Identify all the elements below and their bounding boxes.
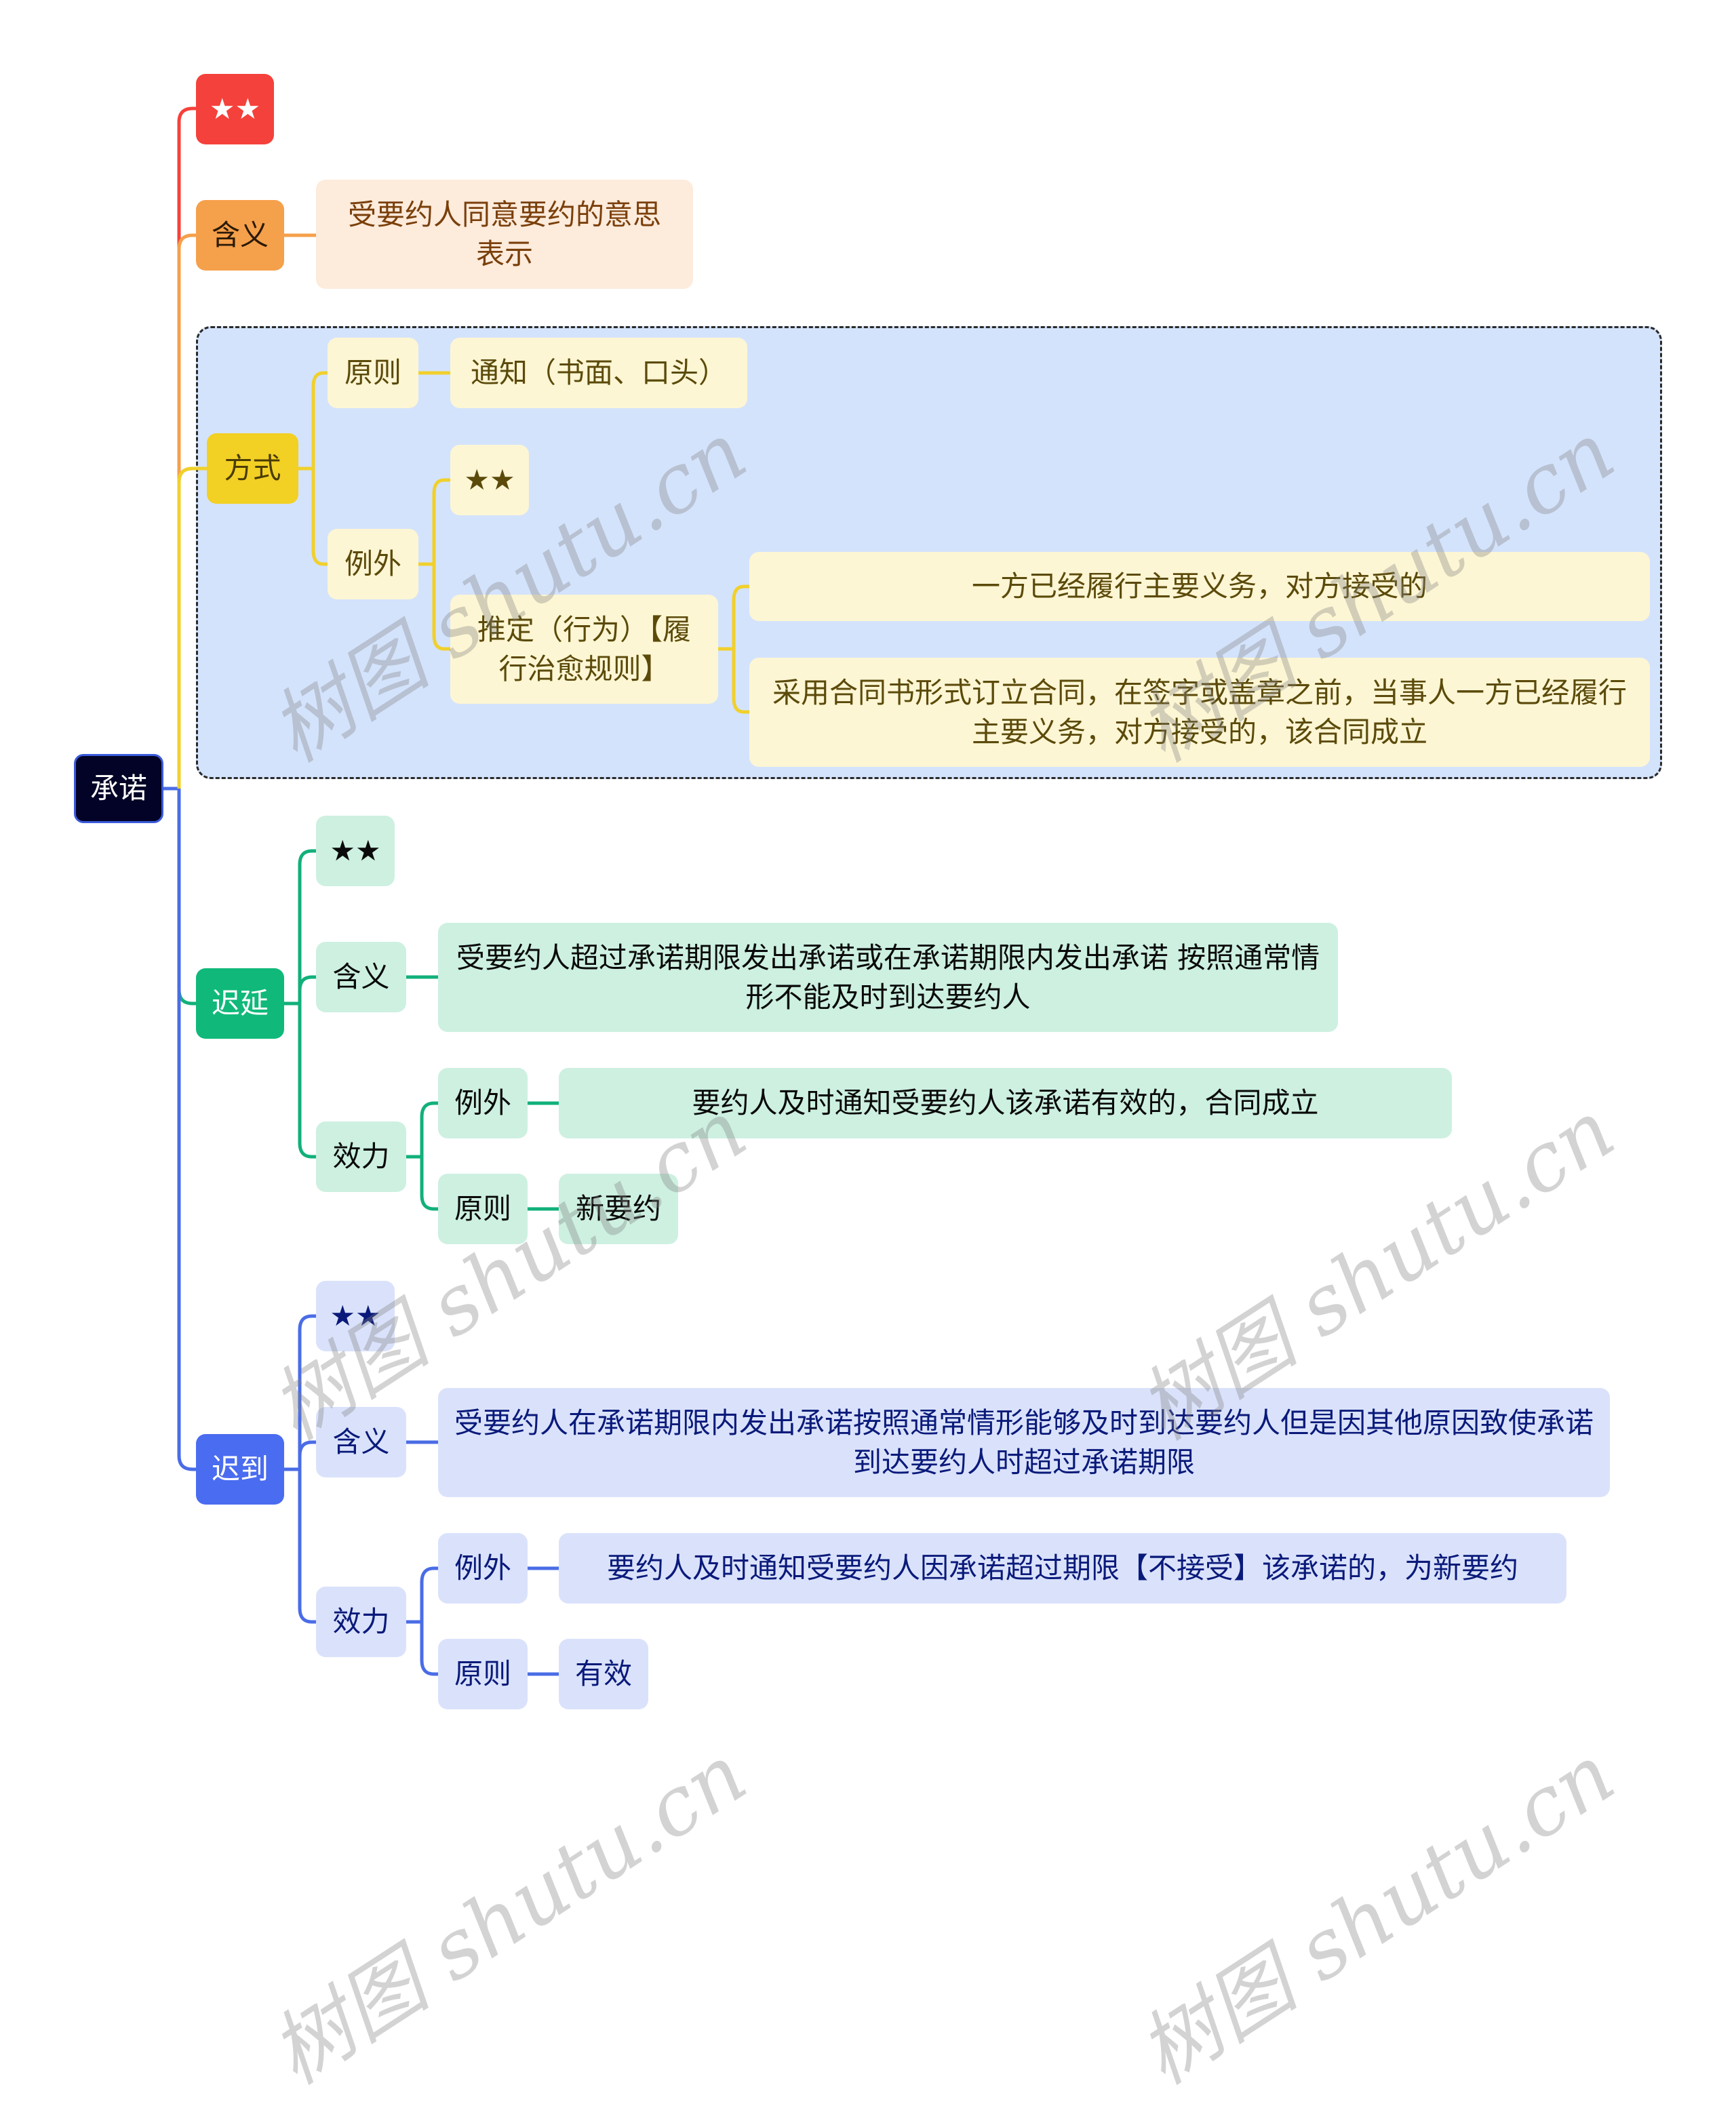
delayed-principle-text: 新要约 (575, 1192, 661, 1225)
method-principle-text: 通知（书面、口头） (470, 356, 727, 389)
late-meaning-text: 受要约人在承诺期限内发出承诺按照通常情形能够及时到达要约人但是因其他原因致使承诺… (454, 1406, 1594, 1479)
connector-late (177, 789, 196, 1471)
method-exception-label: 例外 (344, 547, 401, 580)
method-principle-label: 原则 (344, 356, 401, 389)
late-exception-node[interactable]: 例外 (438, 1533, 528, 1604)
delayed-effect-node[interactable]: 效力 (316, 1121, 406, 1192)
late-exception-text-node[interactable]: 要约人及时通知受要约人因承诺超过期限【不接受】该承诺的，为新要约 (559, 1533, 1566, 1604)
inferred-item-text: 采用合同书形式订立合同，在签字或盖章之前，当事人一方已经履行主要义务，对方接受的… (772, 675, 1627, 749)
meaning-text: 受要约人同意要约的意思表示 (347, 197, 661, 271)
inferred-item-node[interactable]: 一方已经履行主要义务，对方接受的 (749, 552, 1650, 621)
inferred-label: 推定（行为）【履行治愈规则】 (477, 612, 691, 686)
method-principle-text-node[interactable]: 通知（书面、口头） (450, 338, 747, 408)
delayed-meaning-label: 含义 (332, 960, 390, 993)
late-node[interactable]: 迟到 (196, 1434, 284, 1505)
late-exception-text: 要约人及时通知受要约人因承诺超过期限【不接受】该承诺的，为新要约 (606, 1551, 1518, 1585)
root-label: 承诺 (90, 772, 147, 805)
connector-meaning (177, 233, 196, 789)
method-exception-stars-node[interactable]: ★★ (450, 445, 529, 515)
delayed-exception-label: 例外 (454, 1086, 511, 1119)
late-meaning-label: 含义 (332, 1425, 390, 1458)
late-effect-node[interactable]: 效力 (316, 1587, 406, 1657)
late-meaning-node[interactable]: 含义 (316, 1407, 406, 1477)
star-rating-icon: ★★ (209, 92, 261, 125)
delayed-exception-text-node[interactable]: 要约人及时通知受要约人该承诺有效的，合同成立 (559, 1068, 1452, 1138)
delayed-meaning-text: 受要约人超过承诺期限发出承诺或在承诺期限内发出承诺 按照通常情形不能及时到达要约… (456, 940, 1320, 1014)
delayed-effect-label: 效力 (332, 1140, 390, 1173)
late-principle-text: 有效 (574, 1657, 632, 1690)
late-effect-label: 效力 (332, 1605, 390, 1638)
late-principle-text-node[interactable]: 有效 (559, 1639, 648, 1709)
delayed-label: 迟延 (211, 987, 269, 1020)
method-connector-lines (177, 371, 749, 714)
late-stars-node[interactable]: ★★ (316, 1281, 395, 1351)
star-rating-icon: ★★ (330, 1299, 381, 1332)
method-principle-node[interactable]: 原则 (328, 338, 418, 408)
meaning-node[interactable]: 含义 (196, 200, 284, 271)
star-rating-icon: ★★ (464, 463, 515, 496)
method-node[interactable]: 方式 (207, 433, 298, 504)
late-meaning-text-node[interactable]: 受要约人在承诺期限内发出承诺按照通常情形能够及时到达要约人但是因其他原因致使承诺… (438, 1388, 1610, 1497)
meaning-label: 含义 (211, 218, 269, 252)
delayed-node[interactable]: 迟延 (196, 968, 284, 1039)
connector-key (177, 106, 196, 789)
delayed-principle-node[interactable]: 原则 (438, 1174, 528, 1244)
late-principle-node[interactable]: 原则 (438, 1639, 528, 1709)
meaning-text-node[interactable]: 受要约人同意要约的意思表示 (316, 180, 693, 289)
root-node[interactable]: 承诺 (74, 754, 163, 823)
inferred-item-text: 一方已经履行主要义务，对方接受的 (971, 570, 1427, 603)
inferred-item-node[interactable]: 采用合同书形式订立合同，在签字或盖章之前，当事人一方已经履行主要义务，对方接受的… (749, 658, 1650, 767)
delayed-exception-node[interactable]: 例外 (438, 1068, 528, 1138)
delayed-meaning-text-node[interactable]: 受要约人超过承诺期限发出承诺或在承诺期限内发出承诺 按照通常情形不能及时到达要约… (438, 923, 1338, 1032)
delayed-exception-text: 要约人及时通知受要约人该承诺有效的，合同成立 (692, 1086, 1319, 1119)
key-stars-node[interactable]: ★★ (196, 74, 274, 144)
delayed-meaning-node[interactable]: 含义 (316, 942, 406, 1012)
star-rating-icon: ★★ (330, 834, 381, 867)
delayed-stars-node[interactable]: ★★ (316, 816, 395, 886)
late-principle-label: 原则 (454, 1657, 511, 1690)
method-label: 方式 (224, 452, 281, 485)
delayed-principle-label: 原则 (454, 1192, 511, 1225)
late-label: 迟到 (211, 1452, 269, 1486)
inferred-node[interactable]: 推定（行为）【履行治愈规则】 (450, 595, 718, 704)
method-exception-node[interactable]: 例外 (328, 529, 418, 599)
late-exception-label: 例外 (454, 1551, 511, 1585)
delayed-principle-text-node[interactable]: 新要约 (559, 1174, 678, 1244)
